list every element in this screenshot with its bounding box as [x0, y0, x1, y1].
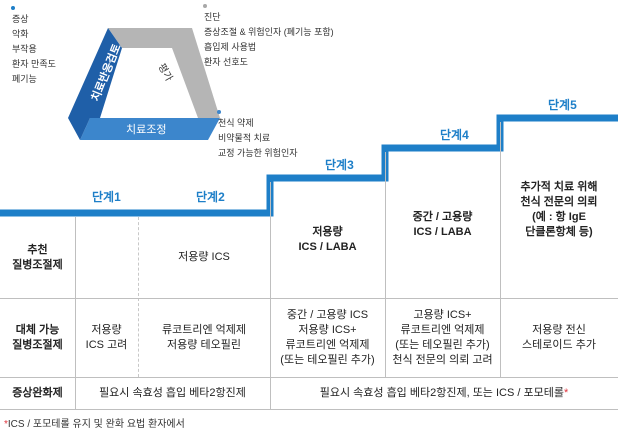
list-item: 진단: [204, 12, 221, 22]
row-label-alternative: 대체 가능 질병조절제: [12, 323, 63, 351]
review-list: 증상 악화 부작용 환자 만족도 폐기능: [11, 6, 56, 87]
preferred-step-4: 중간 / 고용량 ICS / LABA: [412, 211, 473, 238]
footnote-text: ICS / 포모테롤 유지 및 완화 요법 환자에서: [7, 419, 185, 430]
alternative-step-3: 중간 / 고용량 ICS 저용량 ICS+ 류코트리엔 억제제 (또는 테오필린…: [280, 308, 375, 366]
list-item: 환자 선호도: [204, 57, 248, 67]
list-item: 증상조절 & 위험인자 (폐기능 포함): [204, 27, 334, 37]
step-1-label: 단계1: [92, 190, 121, 204]
preferred-step-3: 저용량 ICS / LABA: [298, 226, 357, 253]
footnote-star: *: [4, 419, 8, 430]
step-4-label: 단계4: [440, 128, 469, 142]
column-divider-2-3: [270, 182, 271, 409]
row-divider-1: [0, 298, 618, 299]
step-2-label: 단계2: [196, 190, 225, 204]
review-bullet-icon: [11, 6, 15, 10]
assess-list: 진단 증상조절 & 위험인자 (폐기능 포함) 흡입제 사용법 환자 선호도: [203, 4, 334, 70]
alternative-step-2: 류코트리엔 억제제 저용량 테오필린: [161, 323, 246, 351]
column-divider-4-5: [500, 122, 501, 377]
cycle-arm-adjust: [80, 118, 220, 140]
cycle-label-adjust: 치료조정: [126, 123, 166, 136]
adjust-list: 천식 약제 비약물적 치료 교정 가능한 위험인자: [217, 110, 298, 161]
list-item: 악화: [12, 29, 29, 39]
column-divider-3-4: [385, 152, 386, 377]
column-divider-label: [75, 217, 76, 409]
list-item: 비약물적 치료: [218, 133, 271, 143]
adjust-bullet-icon: [217, 110, 221, 114]
reliever-asterisk: *: [563, 386, 569, 399]
cycle-arm-review: [68, 28, 122, 140]
alternative-step-4: 고용량 ICS+ 류코트리엔 억제제 (또는 테오필린 추가) 천식 전문의 의…: [392, 308, 493, 366]
treatment-cycle-diagram: 치료반응검토 평가 치료조정: [68, 28, 220, 140]
step-3-label: 단계3: [325, 158, 354, 172]
row-divider-3: [0, 409, 618, 410]
list-item: 증상: [12, 14, 29, 24]
alternative-step-5: 저용량 전신 스테로이드 추가: [522, 323, 596, 351]
preferred-step-5: 추가적 치료 위해 천식 전문의 의뢰 (예 : 항 IgE 단클론항체 등): [520, 181, 598, 238]
list-item: 환자 만족도: [12, 59, 56, 69]
cycle-arm-assess: [108, 28, 220, 118]
row-label-preferred: 추천 질병조절제: [12, 243, 63, 271]
list-item: 부작용: [12, 44, 37, 54]
preferred-steps-1-2: 저용량 ICS: [178, 251, 230, 263]
step-5-label: 단계5: [548, 98, 577, 112]
assess-bullet-icon: [203, 4, 207, 8]
row-label-reliever: 증상완화제: [12, 386, 63, 399]
column-divider-1-2: [138, 217, 139, 377]
alternative-step-1: 저용량 ICS 고려: [85, 323, 128, 351]
reliever-steps-3-5: 필요시 속효성 흡입 베타2항진제, 또는 ICS / 포모테롤*: [319, 386, 569, 399]
list-item: 교정 가능한 위험인자: [218, 148, 298, 158]
list-item: 폐기능: [12, 74, 37, 84]
row-divider-2: [0, 377, 618, 378]
reliever-steps-1-2: 필요시 속효성 흡입 베타2항진제: [99, 386, 246, 399]
footnote: *ICS / 포모테롤 유지 및 완화 요법 환자에서: [4, 415, 185, 430]
list-item: 흡입제 사용법: [204, 42, 257, 52]
list-item: 천식 약제: [218, 118, 254, 128]
